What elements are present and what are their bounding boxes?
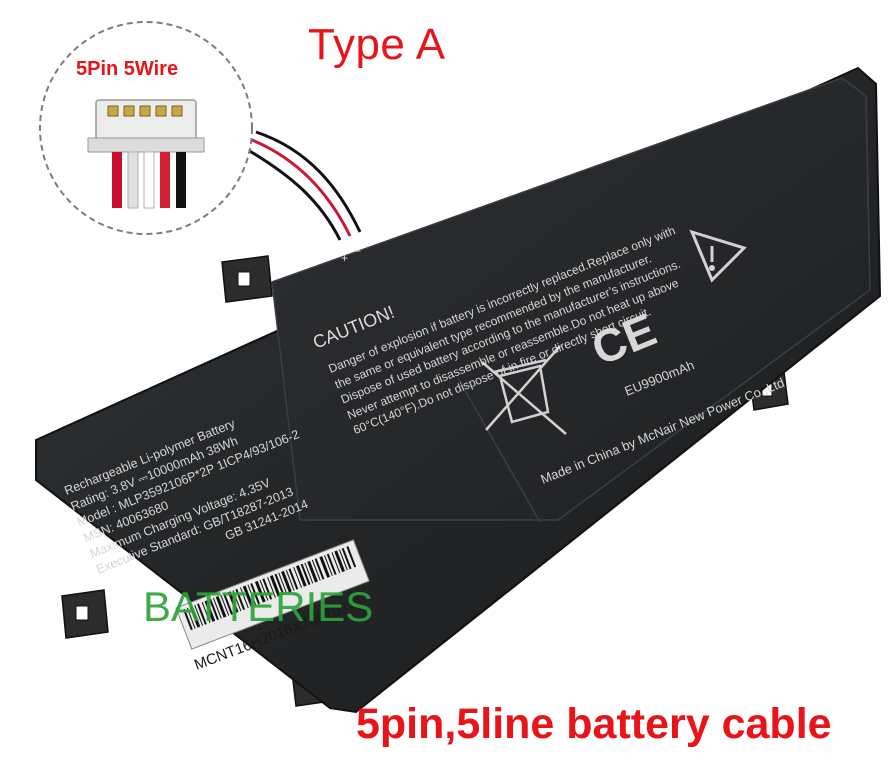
tab-hole — [75, 605, 89, 621]
callout-label: 5Pin 5Wire — [76, 58, 179, 80]
warning-triangle-icon — [689, 229, 747, 283]
callout-wires — [112, 151, 186, 209]
tab-hole — [237, 271, 251, 287]
cell-panel — [271, 77, 871, 521]
battery-wires — [247, 130, 362, 241]
cell-divider — [457, 377, 541, 523]
polarity-plus: + — [341, 251, 349, 265]
footer-caption: 5pin,5line battery cable — [356, 700, 832, 748]
barcode-bars — [183, 546, 357, 631]
connector-callout — [39, 21, 253, 235]
connector-pins — [107, 105, 183, 117]
page-title: Type A — [308, 20, 446, 69]
barcode-sticker — [175, 539, 370, 650]
watermark-text: BATTERIES — [143, 583, 374, 630]
weee-bin-icon — [481, 345, 567, 435]
polarity-minus: − — [354, 244, 362, 258]
